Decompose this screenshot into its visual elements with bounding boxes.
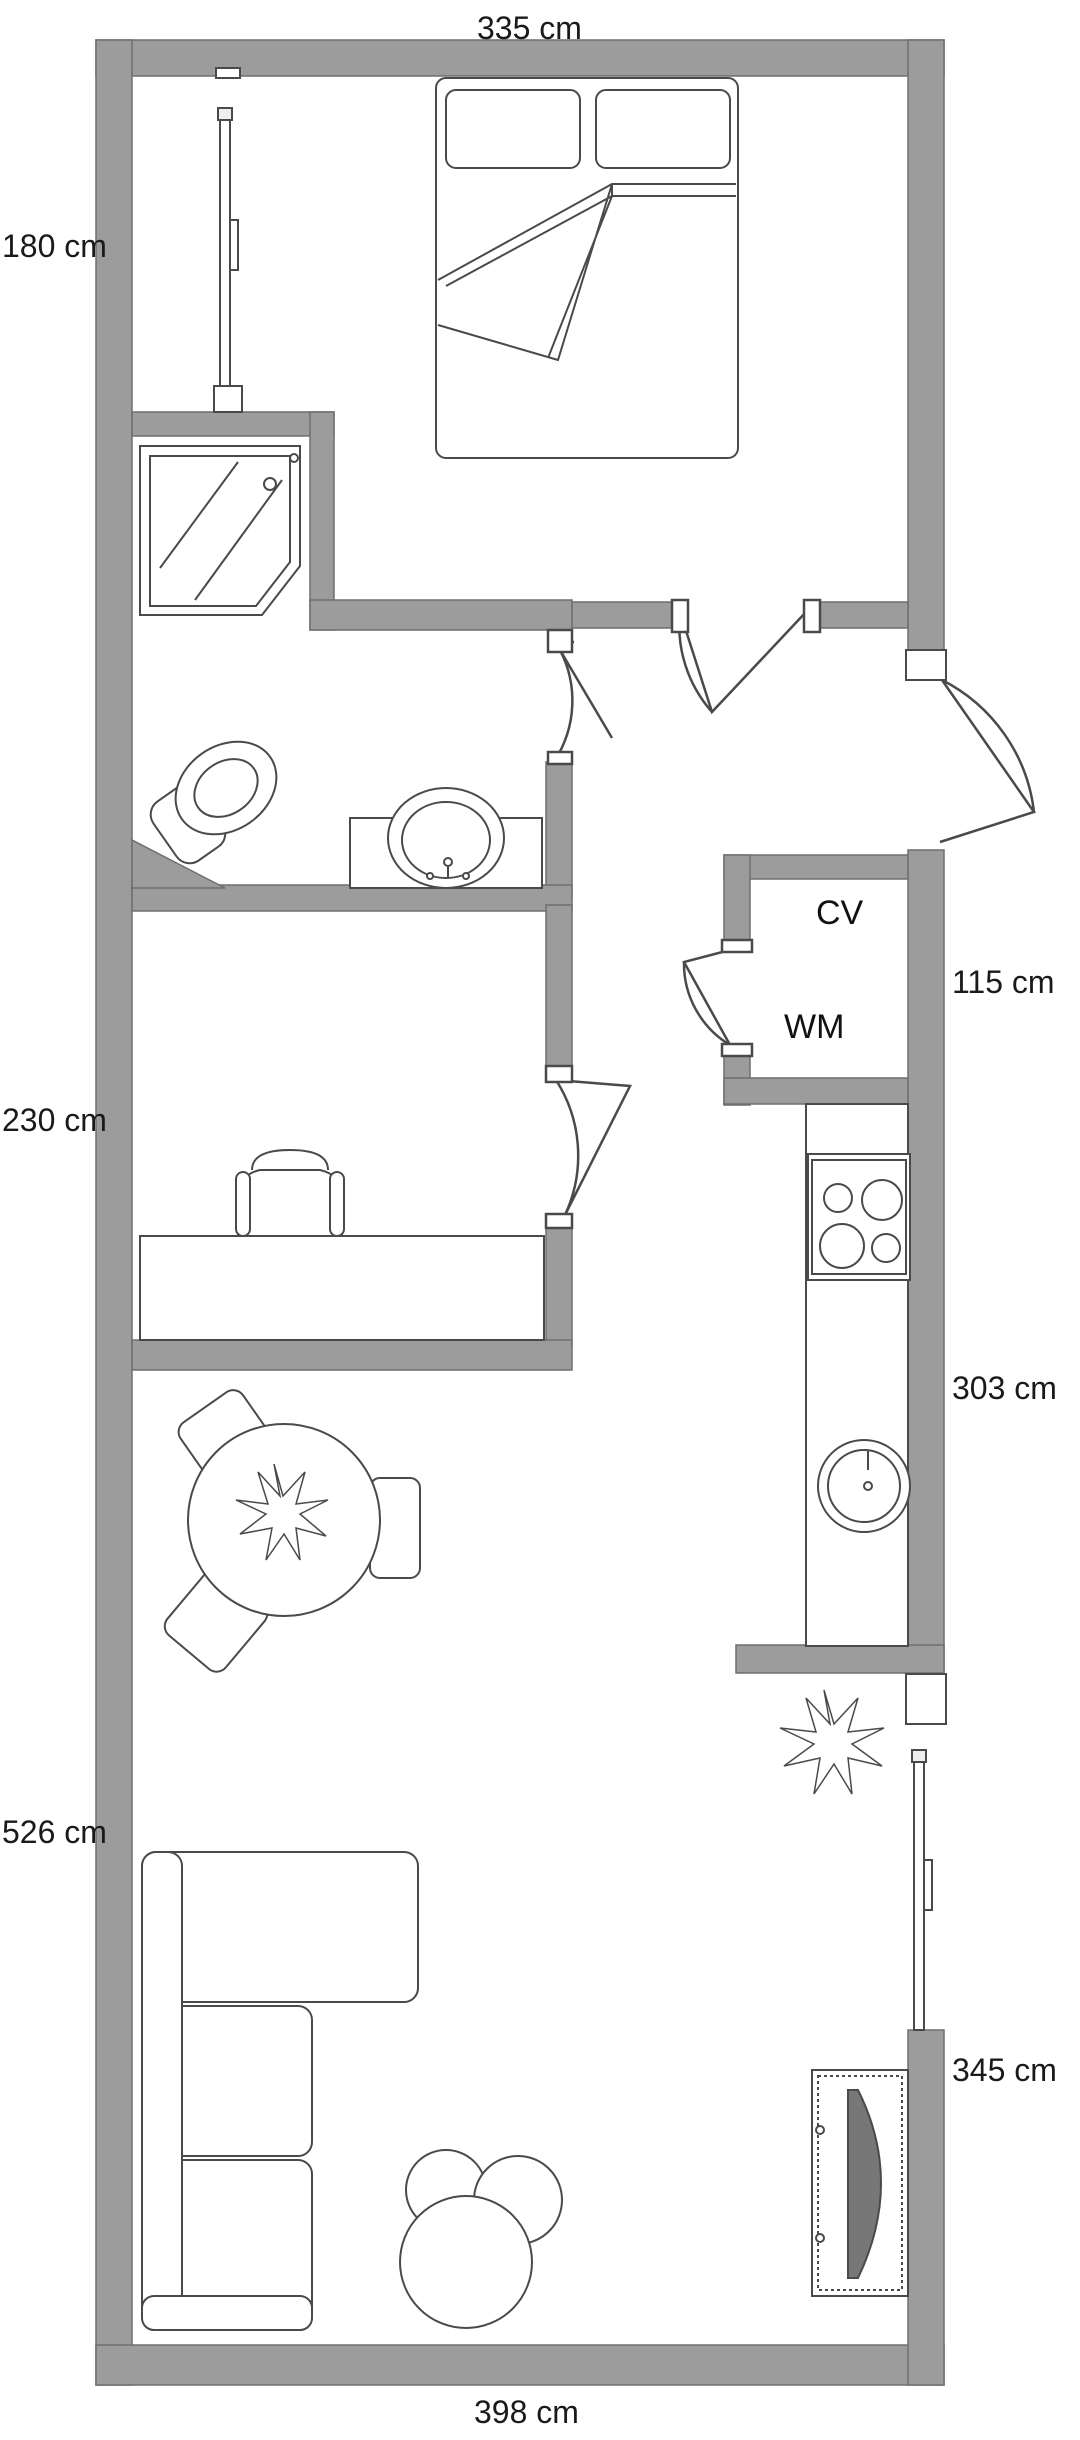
burner-1 [823, 1183, 853, 1213]
study-wall-right-lower [545, 1224, 573, 1346]
bath-wall-right [545, 761, 573, 898]
window-jamb-top [215, 67, 241, 79]
sofa-chaise [141, 1851, 419, 2003]
window-jamb-bottom [213, 385, 243, 413]
bed [435, 77, 739, 459]
dimension-left-middle: 230 cm [2, 1102, 107, 1138]
study-wall-right-upper [545, 904, 573, 1071]
dimension-left-lower: 526 cm [2, 1814, 107, 1850]
sofa [141, 1851, 419, 2331]
doors [544, 598, 1036, 1230]
bed-pillow-left [445, 89, 581, 169]
floor-plant [779, 1689, 885, 1795]
bedroom-window [217, 107, 239, 387]
coffee-table-top [399, 2195, 533, 2329]
desk-chair [237, 1169, 343, 1237]
walls [95, 39, 945, 2386]
desk-top [139, 1235, 545, 1341]
bed-pillow-right [595, 89, 731, 169]
kitchen-end-wall [735, 1644, 945, 1674]
dimension-top: 335 cm [477, 10, 582, 46]
shower [139, 445, 301, 616]
door-jamb-right-bottom [905, 1673, 947, 1725]
outer-wall-left [95, 39, 133, 2386]
closet-wall-top [723, 854, 909, 880]
burner-4 [871, 1233, 901, 1263]
closet-door-swing [682, 948, 732, 1047]
tv-screen [847, 2089, 882, 2279]
bathroom-sink [349, 787, 543, 889]
study-door-swing [554, 1078, 632, 1216]
living-window [911, 1749, 933, 2031]
outer-wall-bottom [95, 2344, 945, 2386]
toilet [149, 740, 278, 865]
label-wm: WM [784, 1008, 845, 1046]
coffee-table [399, 2149, 563, 2329]
entrance-door-swing [939, 678, 1036, 844]
table-plant [235, 1463, 329, 1561]
bath-wall-top [131, 411, 335, 437]
bathroom-door-swing [553, 649, 614, 761]
bath-wall-shower-side [309, 411, 335, 631]
label-cv: CV [816, 894, 864, 932]
door-jamb-right-top [905, 649, 947, 681]
bedroom-wall-mid [571, 601, 679, 629]
bedroom-wall-right [813, 601, 909, 629]
burner-2 [861, 1179, 903, 1221]
outer-wall-right-bottom [907, 2029, 945, 2386]
bath-corner-wall [131, 838, 226, 889]
dimension-left-upper: 180 cm [2, 228, 107, 264]
outer-wall-right-upper [907, 39, 945, 651]
study-wall-bottom [131, 1339, 573, 1371]
dimension-bottom: 398 cm [474, 2394, 579, 2430]
dimension-right-middle: 303 cm [952, 1370, 1057, 1406]
bedroom-wall-bottom [309, 599, 573, 631]
burner-3 [819, 1223, 865, 1269]
dimension-right-upper: 115 cm [952, 964, 1055, 1000]
tv-unit [811, 2069, 909, 2297]
dimension-right-lower: 345 cm [952, 2052, 1057, 2088]
closet-wall-bottom [723, 1077, 909, 1105]
kitchen-counter [805, 1103, 911, 1647]
window-elements [213, 67, 947, 1725]
bath-wall-bottom [131, 884, 573, 912]
study-desk [139, 1148, 545, 1341]
closet-wall-left-upper [723, 854, 751, 946]
bedroom-door-swing [678, 611, 807, 715]
outer-wall-right-lower [907, 849, 945, 1721]
